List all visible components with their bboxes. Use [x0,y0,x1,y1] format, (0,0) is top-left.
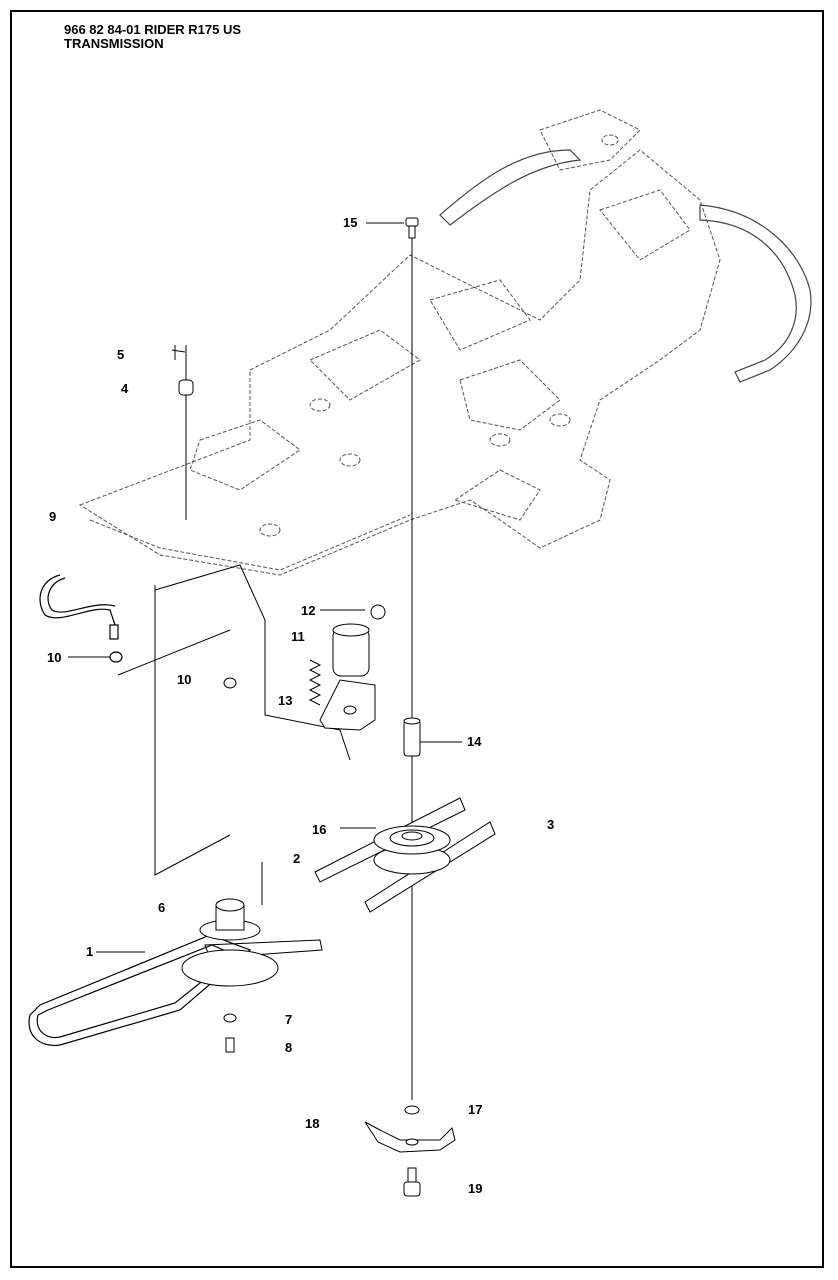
part-13-spring [308,659,322,706]
callout-10-nut: 10 [177,672,192,687]
part-15-bolt [405,217,419,239]
part-4-bushing [178,379,194,396]
callout-5: 5 [117,347,125,362]
part-5-pin [171,345,186,360]
chassis-frame-outline [78,109,721,576]
callout-18: 18 [305,1116,320,1131]
callout-19: 19 [468,1181,483,1196]
callout-6: 6 [158,900,166,915]
part-16-pulley [373,825,451,875]
callout-11: 11 [291,629,305,644]
part-11-idler-arm [319,623,376,731]
callout-4: 4 [121,381,129,396]
part-6-pulley [181,898,279,987]
callout-15: 15 [343,215,358,230]
callout-10: 10 [47,650,62,665]
callout-13: 13 [278,693,293,708]
callout-1: 1 [86,944,94,959]
callout-16: 16 [312,822,327,837]
page-frame [10,10,824,1268]
callout-17: 17 [468,1102,483,1117]
part-19-nut [403,1167,421,1197]
control-cable [39,574,123,663]
diagram-title-line1: 966 82 84-01 RIDER R175 US [64,22,242,37]
callout-12: 12 [301,603,316,618]
handle-bar-outline [439,149,812,383]
leader-lines [68,222,462,1100]
callout-9: 9 [49,509,57,524]
part-12-clip [370,604,386,620]
callout-2: 2 [293,851,301,866]
part-7-8-bolt [223,1013,237,1053]
part-18-plate [364,1121,456,1153]
part-17-washer [404,1105,420,1115]
part-10-nut [223,677,237,689]
callout-14: 14 [467,734,482,749]
diagram-title-line2: TRANSMISSION [64,36,164,51]
callout-3: 3 [547,817,555,832]
part-14-spacer [403,717,421,757]
callout-8: 8 [285,1040,293,1055]
callout-7: 7 [285,1012,293,1027]
